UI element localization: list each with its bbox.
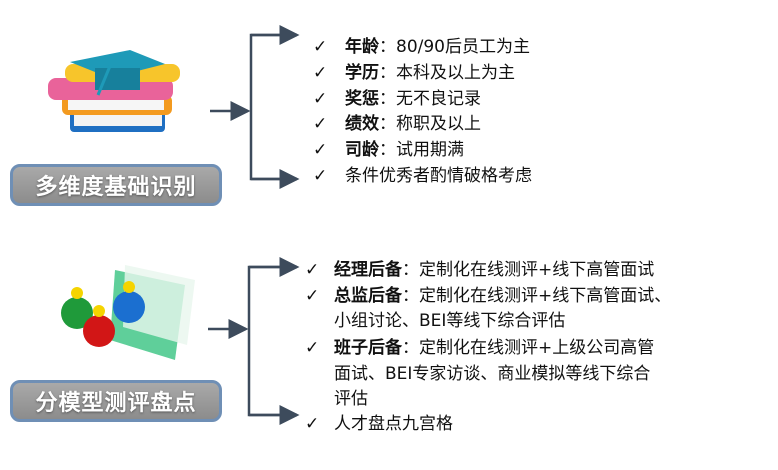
list-item-continuation: 小组讨论、BEI等线下综合评估 xyxy=(334,311,566,331)
books-graduation-cap-icon xyxy=(48,50,180,132)
list-item-text: 班子后备 xyxy=(334,338,402,358)
list-item-text: 试用期满 xyxy=(396,140,464,160)
check-icon: ✓ xyxy=(313,89,328,109)
check-icon: ✓ xyxy=(305,338,320,358)
section-label-model-assessment: 分模型测评盘点 xyxy=(10,380,222,422)
list-item-text: 定制化在线测评+线下高管面试 xyxy=(419,260,655,280)
check-icon: ✓ xyxy=(305,286,320,306)
list-item: 学历：本科及以上为主 xyxy=(345,60,515,86)
list-item: 奖惩：无不良记录 xyxy=(345,86,481,112)
list-item: 经理后备：定制化在线测评+线下高管面试 xyxy=(334,257,654,283)
list-item: 司龄：试用期满 xyxy=(345,137,464,163)
list-item-text: 司龄 xyxy=(345,140,379,160)
list-item: 人才盘点九宫格 xyxy=(334,411,453,437)
list-item-text: 总监后备 xyxy=(334,286,402,306)
list-item: 条件优秀者酌情破格考虑 xyxy=(345,163,532,189)
list-item-text: 奖惩 xyxy=(345,89,379,109)
list-item-text: ： xyxy=(379,37,396,57)
check-icon: ✓ xyxy=(313,140,328,160)
list-item-continuation: 评估 xyxy=(334,389,368,409)
list-item: 班子后备：定制化在线测评+上级公司高管 xyxy=(334,335,654,361)
list-item: 绩效：称职及以上 xyxy=(345,111,481,137)
list-item-text: 称职及以上 xyxy=(396,114,481,134)
list-item-text: 80/90后员工为主 xyxy=(396,37,530,57)
list-item-text: ： xyxy=(402,338,419,358)
list-item-text: 定制化在线测评+线下高管面试、 xyxy=(419,286,672,306)
list-item-continuation: 面试、BEI专家访谈、商业模拟等线下综合 xyxy=(334,364,651,384)
section-label-basic-identification: 多维度基础识别 xyxy=(10,164,222,206)
people-folder-icon xyxy=(61,265,195,360)
list-item-text: 经理后备 xyxy=(334,260,402,280)
list-item-text: ： xyxy=(402,286,419,306)
list-item: 总监后备：定制化在线测评+线下高管面试、 xyxy=(334,283,671,309)
list-item-text: ： xyxy=(379,114,396,134)
list-item-text: ： xyxy=(379,140,396,160)
list-item-text: ： xyxy=(402,260,419,280)
list-item-text: ： xyxy=(379,63,396,83)
check-icon: ✓ xyxy=(305,260,320,280)
check-icon: ✓ xyxy=(313,166,328,186)
check-icon: ✓ xyxy=(313,37,328,57)
list-item-text: 学历 xyxy=(345,63,379,83)
list-item-text: 绩效 xyxy=(345,114,379,134)
list-item-text: ： xyxy=(379,89,396,109)
list-item: 年龄：80/90后员工为主 xyxy=(345,34,530,60)
check-icon: ✓ xyxy=(313,114,328,134)
list-item-text: 本科及以上为主 xyxy=(396,63,515,83)
check-icon: ✓ xyxy=(305,414,320,434)
list-item-text: 无不良记录 xyxy=(396,89,481,109)
check-icon: ✓ xyxy=(313,63,328,83)
list-item-text: 定制化在线测评+上级公司高管 xyxy=(419,338,655,358)
list-item-text: 年龄 xyxy=(345,37,379,57)
list-item-text: 条件优秀者酌情破格考虑 xyxy=(345,166,532,186)
list-item-text: 人才盘点九宫格 xyxy=(334,414,453,434)
